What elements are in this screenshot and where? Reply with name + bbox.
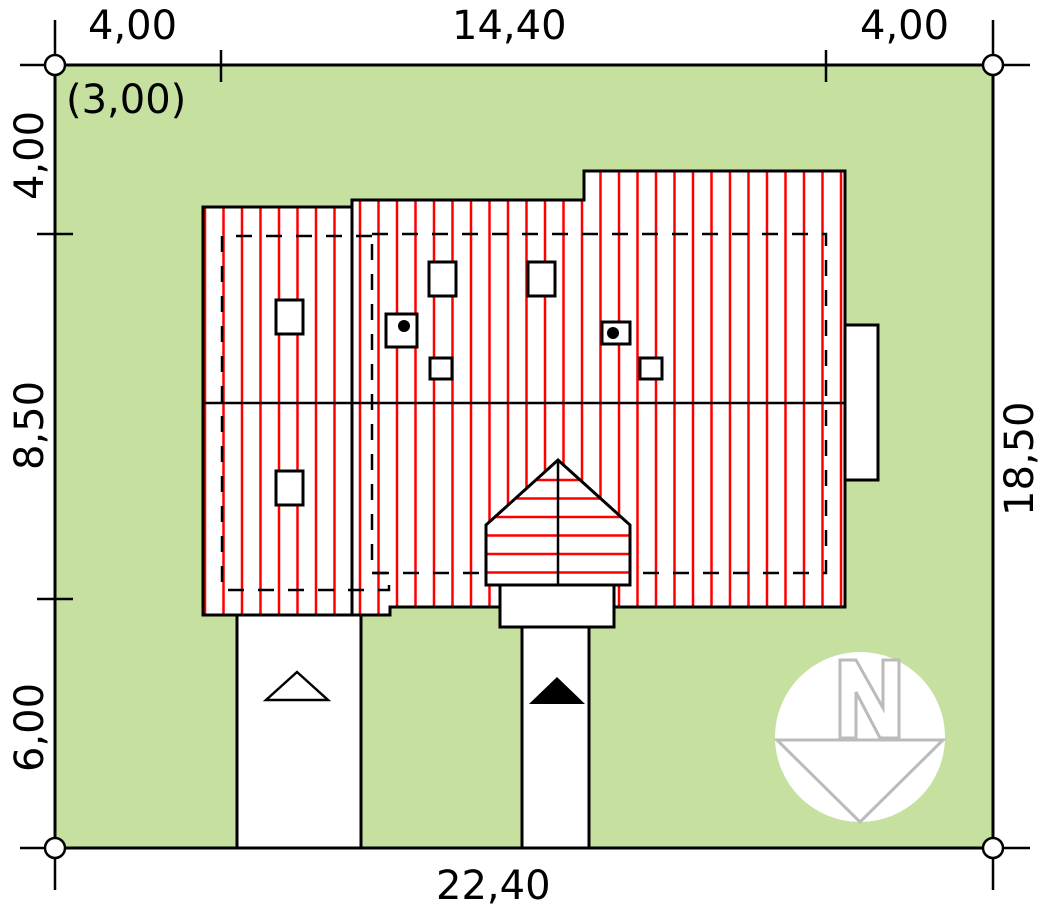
main-entry-triangle-icon <box>529 677 585 704</box>
dim-left-top: 4,00 <box>7 110 53 200</box>
roof-windows <box>274 260 664 507</box>
driveway-garage <box>235 610 363 850</box>
roof-left-wing <box>203 207 352 615</box>
driveway-entrance <box>520 618 591 850</box>
roof-main <box>352 171 845 615</box>
porch <box>498 583 616 629</box>
dim-left-bottom: 6,00 <box>7 682 53 772</box>
dim-top-left-alt: (3,00) <box>66 77 187 123</box>
corner-markers <box>43 53 1005 860</box>
dim-right: 18,50 <box>997 401 1043 516</box>
roof-tile-lines-left <box>203 207 336 615</box>
dim-left-middle: 8,50 <box>7 380 53 470</box>
dim-bottom: 22,40 <box>436 863 551 909</box>
north-arrow-icon <box>773 652 947 825</box>
dim-top-right: 4,00 <box>860 3 950 49</box>
chimneys <box>384 312 632 349</box>
garage-entry-triangle-icon <box>262 670 332 702</box>
dim-top-middle: 14,40 <box>452 3 567 49</box>
side-annex <box>843 323 880 482</box>
dim-top-left: 4,00 <box>88 3 178 49</box>
